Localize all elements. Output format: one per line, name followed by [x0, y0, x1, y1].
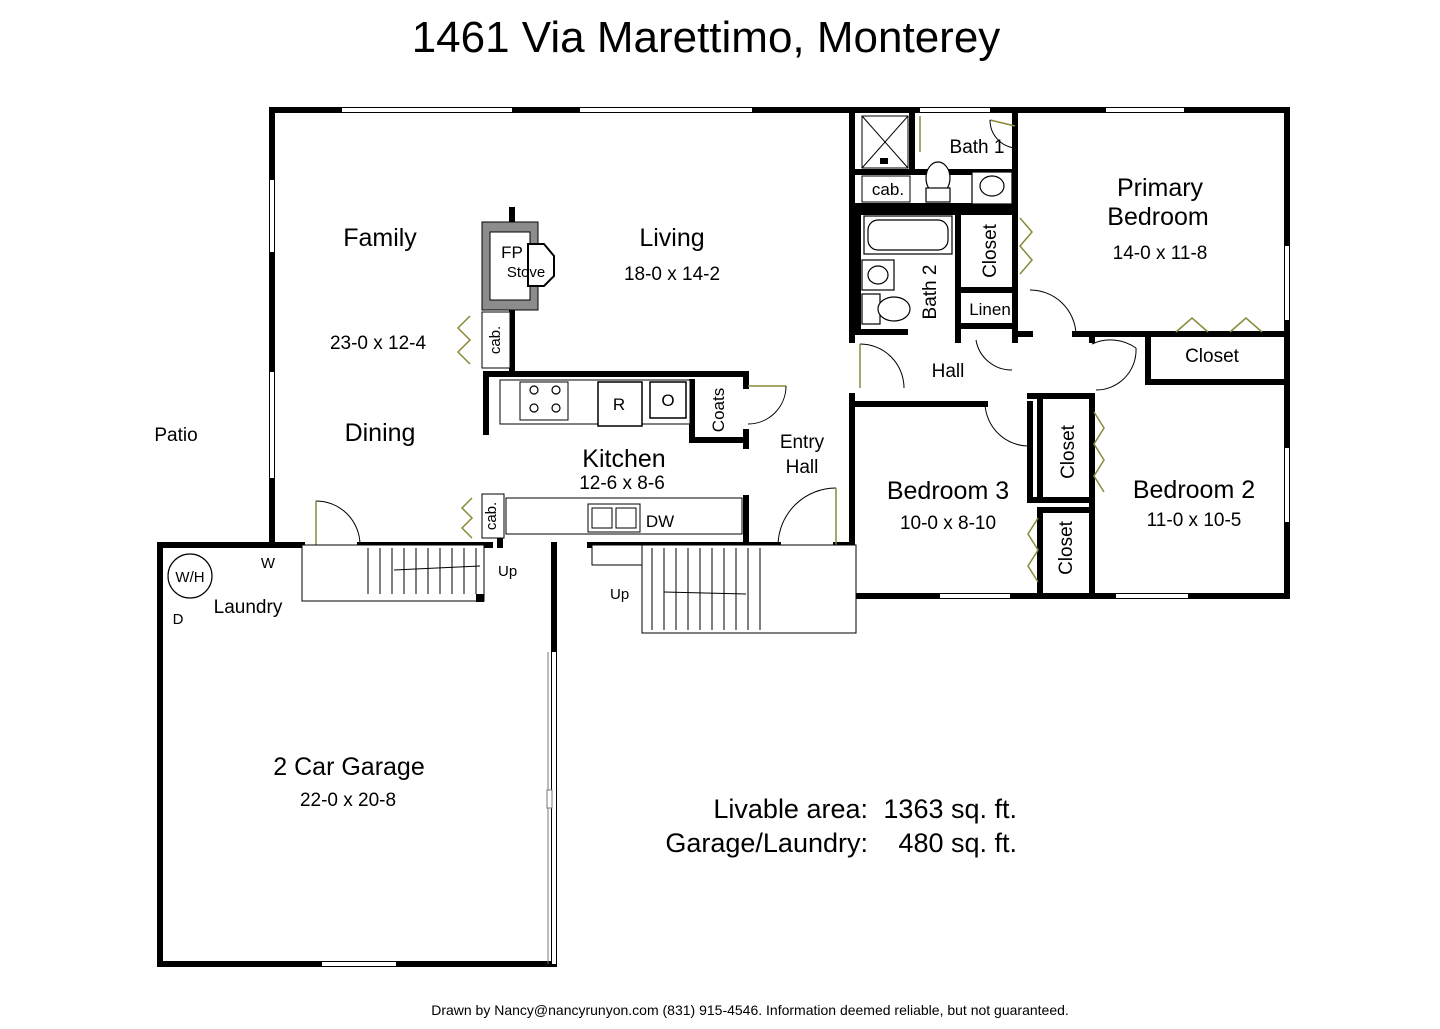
room-primary-line2: Bedroom [1107, 203, 1208, 231]
garage-area-label: Garage/Laundry: [665, 828, 868, 858]
family-cabinet: cab. [456, 311, 511, 369]
footer-credit: Drawn by Nancy@nancyrunyon.com (831) 915… [431, 1002, 1069, 1018]
cab-label-kitchen: cab. [483, 502, 500, 530]
room-bath2: Bath 2 [920, 265, 941, 320]
room-entry-line2: Hall [786, 457, 819, 478]
room-primary-dims: 14-0 x 11-8 [1113, 243, 1208, 264]
closet-primary: Closet [1185, 346, 1240, 367]
plan-title: 1461 Via Marettimo, Monterey [412, 13, 1001, 62]
stairs-left: Up [301, 544, 517, 602]
laundry-area: W/H W D [167, 553, 276, 628]
coats-label: Coats [709, 388, 728, 432]
fp-label: FP [501, 243, 523, 262]
room-dining: Dining [345, 419, 416, 447]
room-family: Family [343, 224, 417, 252]
room-bedroom3-dims: 10-0 x 8-10 [900, 513, 996, 534]
room-kitchen-dims: 12-6 x 8-6 [579, 473, 665, 494]
room-bedroom2: Bedroom 2 [1133, 476, 1255, 504]
stairs-up-left: Up [498, 563, 517, 580]
room-garage: 2 Car Garage [273, 753, 424, 781]
room-living: Living [639, 224, 704, 252]
livable-area-label: Livable area: [713, 794, 868, 824]
closet-bedroom3: Closet [1056, 520, 1077, 575]
room-hall: Hall [932, 361, 965, 382]
room-entry-line1: Entry [780, 432, 825, 453]
closet-bath-hall: Closet [980, 223, 1001, 278]
room-kitchen: Kitchen [582, 445, 665, 473]
room-living-dims: 18-0 x 14-2 [624, 264, 720, 285]
closet-bedroom2: Closet [1058, 424, 1079, 479]
garage-area-value: 480 sq. ft. [898, 828, 1017, 858]
livable-area-value: 1363 sq. ft. [883, 794, 1017, 824]
room-patio: Patio [154, 425, 197, 446]
bath-fixtures: cab. [861, 115, 1016, 325]
room-bath1: Bath 1 [950, 137, 1005, 158]
cab-label-family: cab. [487, 326, 504, 354]
room-family-dims: 23-0 x 12-4 [330, 333, 427, 354]
cab-label-bath1: cab. [872, 180, 904, 199]
kitchen-fixtures: R O Coats DW cab. [460, 379, 787, 566]
stairs-right: Up [610, 544, 857, 634]
washer-label: W [261, 555, 276, 572]
dryer-label: D [173, 611, 184, 628]
interior-walls [483, 107, 1290, 599]
linen-label: Linen [969, 300, 1011, 319]
hall-doors [859, 289, 1137, 447]
room-bedroom3: Bedroom 3 [887, 477, 1009, 505]
dw-label: DW [646, 512, 674, 531]
room-bedroom2-dims: 11-0 x 10-5 [1147, 510, 1242, 531]
fireplace: FP Stove [481, 221, 555, 311]
room-laundry: Laundry [214, 597, 283, 618]
stairs-up-right: Up [610, 586, 629, 603]
water-heater-label: W/H [175, 569, 204, 586]
room-primary-line1: Primary [1117, 174, 1204, 202]
room-garage-dims: 22-0 x 20-8 [300, 790, 396, 811]
windows [270, 108, 1289, 966]
stove-label: Stove [507, 264, 545, 281]
oven-label: O [661, 391, 674, 410]
range-label: R [613, 395, 625, 414]
